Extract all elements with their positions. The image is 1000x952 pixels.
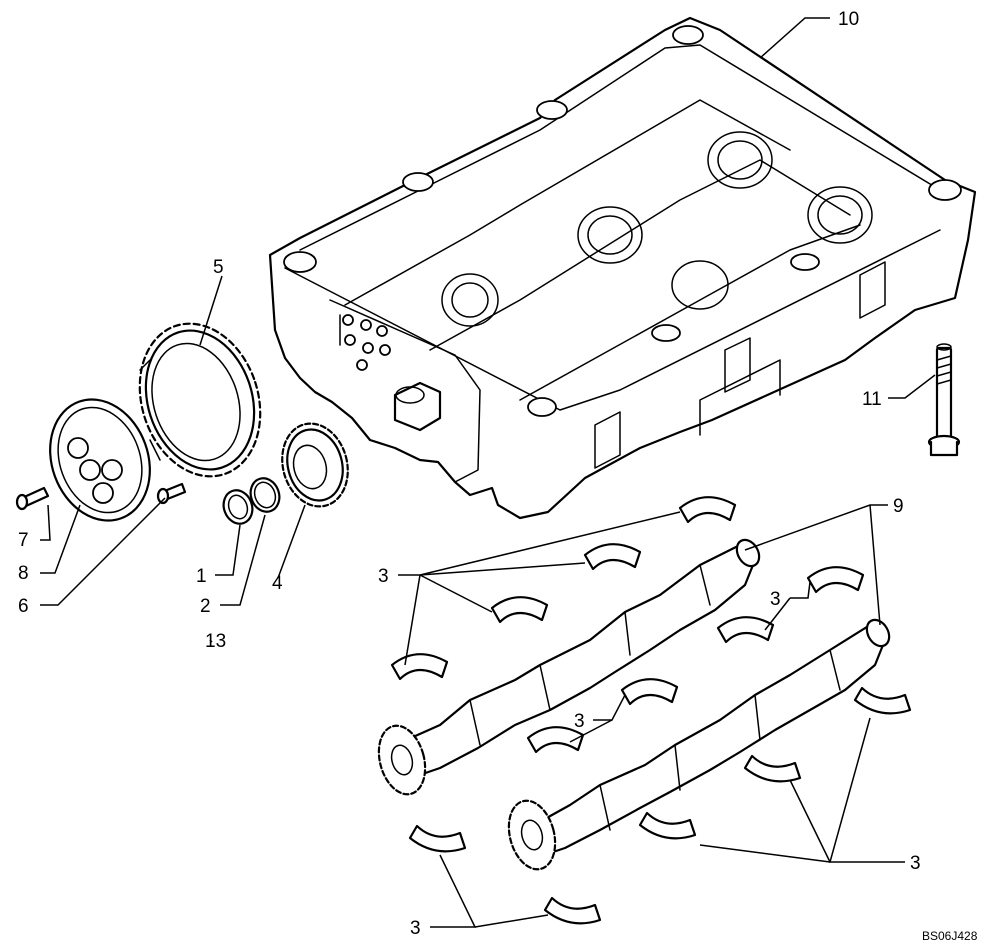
callout-9: 9 <box>893 496 904 517</box>
callout-6: 6 <box>18 596 29 617</box>
spacer-ring <box>249 477 281 513</box>
callout-3-lower-right: 3 <box>910 853 921 874</box>
callout-1: 1 <box>196 566 207 587</box>
housing-bolt <box>927 343 961 457</box>
callout-3-upper-right: 3 <box>770 589 781 610</box>
callout-3-middle: 3 <box>574 711 585 732</box>
callout-13: 13 <box>205 631 226 652</box>
callout-2: 2 <box>200 596 211 617</box>
circlip <box>222 489 254 525</box>
callout-8: 8 <box>18 563 29 584</box>
callout-3-bottom: 3 <box>410 918 421 939</box>
balance-shaft-lower <box>507 618 891 871</box>
callout-10: 10 <box>838 9 859 30</box>
pulley <box>49 398 151 522</box>
callout-3-upper-left: 3 <box>378 566 389 587</box>
pulley-bolt <box>15 486 50 511</box>
drawing-code: BS06J428 <box>922 929 978 943</box>
idler-gear <box>281 422 349 508</box>
drive-gear <box>138 322 262 478</box>
leader-lines <box>40 17 936 928</box>
bearing-shells <box>390 496 912 925</box>
callout-7: 7 <box>18 530 29 551</box>
pulley-screw <box>156 482 187 505</box>
balancer-housing <box>268 16 977 520</box>
callout-11: 11 <box>862 389 882 410</box>
callout-5: 5 <box>213 257 224 278</box>
callout-labels: 10 5 11 9 7 8 6 1 2 4 13 3 3 3 3 3 BS06J… <box>18 9 978 943</box>
callout-4: 4 <box>272 573 283 594</box>
